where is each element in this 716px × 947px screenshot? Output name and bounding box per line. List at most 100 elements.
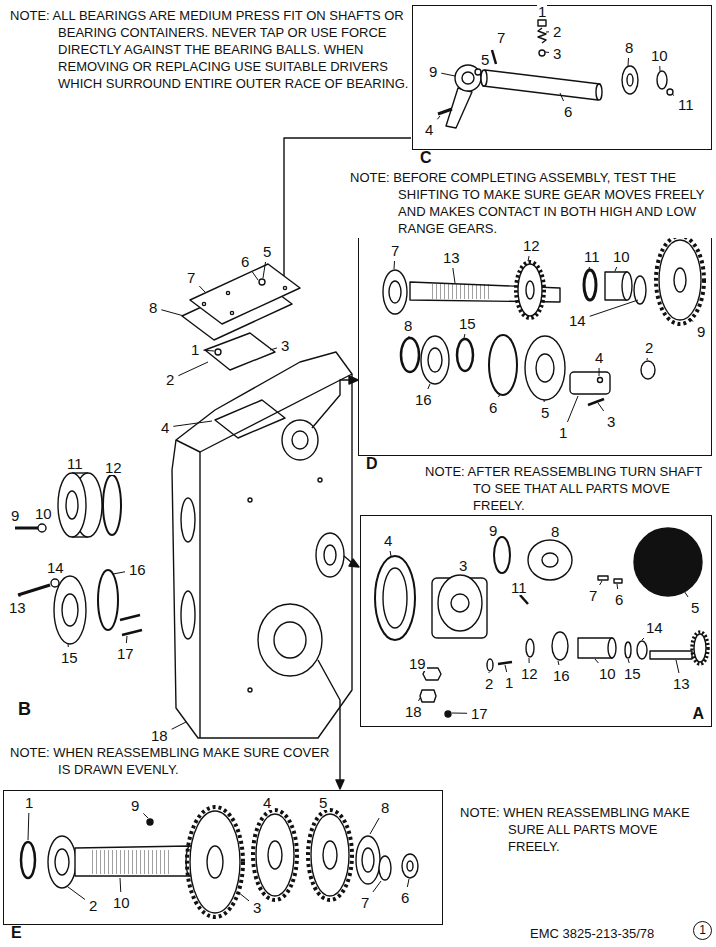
callout-number: 14	[645, 620, 664, 635]
callout-number: 2	[88, 898, 98, 913]
leader-line	[628, 58, 630, 66]
leader-line	[199, 286, 205, 292]
panel-letter: A	[691, 706, 705, 722]
leader-line	[370, 818, 379, 834]
panel-box: D	[358, 234, 712, 456]
leader-line	[394, 261, 396, 269]
callout-number: 7	[390, 243, 400, 258]
callout-number: 6	[488, 400, 498, 415]
callout-number: 3	[458, 558, 468, 573]
leader-line	[68, 887, 85, 899]
callout-number: 2	[484, 676, 494, 691]
panel-letter: E	[10, 925, 23, 941]
callout-number: 2	[644, 340, 654, 355]
leader-line	[263, 262, 266, 278]
callout-number: 7	[360, 895, 370, 910]
leader-line	[600, 581, 602, 585]
callout-number: 9	[488, 523, 498, 538]
callout-number: 8	[148, 300, 158, 315]
leader-line	[659, 66, 660, 71]
callout-number: 8	[403, 318, 413, 333]
callout-number: 12	[104, 460, 123, 475]
callout-number: 8	[380, 800, 390, 815]
callout-number: 11	[677, 97, 695, 112]
figure-number: 1	[693, 921, 712, 940]
leader-line	[28, 813, 30, 840]
callout-number: 16	[414, 392, 433, 407]
callout-number: 1	[24, 795, 34, 810]
leader-line	[546, 31, 549, 32]
callout-number: 7	[186, 270, 196, 285]
callout-number: 13	[442, 250, 461, 265]
callout-number: 13	[672, 676, 691, 691]
callout-number: 4	[594, 350, 604, 365]
callout-number: 6	[563, 104, 573, 119]
leader-line	[672, 94, 674, 96]
shift-fork-parts	[438, 20, 673, 128]
leader-line	[498, 394, 500, 397]
leader-line	[590, 300, 638, 316]
callout-number: 1	[558, 425, 568, 440]
leader-line	[452, 713, 467, 714]
callout-number: 2	[552, 24, 562, 39]
callout-number: 10	[650, 48, 669, 63]
callout-number: 12	[522, 238, 541, 253]
callout-number: 4	[160, 420, 170, 435]
leader-line	[505, 665, 507, 672]
panel-box: E	[3, 790, 443, 925]
leader-line	[390, 551, 392, 556]
leader-line	[598, 403, 604, 411]
panel-letter: D	[365, 456, 379, 472]
leader-line	[441, 73, 455, 76]
figure-code: EMC 3825-213-35/78	[530, 927, 654, 940]
side-covers	[15, 473, 142, 644]
callout-number: 6	[400, 890, 410, 905]
callout-number: 15	[458, 316, 477, 331]
callout-number: 15	[60, 650, 79, 665]
leader-line	[203, 350, 214, 352]
leader-line	[68, 644, 69, 647]
view-letter: B	[18, 700, 31, 718]
callout-number: 17	[470, 706, 489, 721]
leader-line	[437, 116, 440, 119]
callout-number: 1	[190, 342, 200, 357]
leader-line	[560, 93, 564, 101]
leader-line	[126, 636, 128, 643]
leader-line	[464, 334, 466, 338]
note-text: NOTE: BEFORE COMPLETING ASSEMBLY, TEST T…	[350, 170, 715, 238]
leader-line	[599, 368, 600, 376]
callout-number: 4	[262, 795, 272, 810]
callout-number: 9	[10, 508, 20, 523]
leader-line	[567, 396, 578, 422]
callout-number: 3	[606, 414, 616, 429]
callout-number: 5	[690, 600, 700, 615]
leader-line	[172, 722, 186, 729]
callout-number: 14	[46, 560, 65, 575]
leader-line	[528, 256, 529, 261]
callout-number: 11	[66, 456, 84, 471]
callout-number: 7	[588, 588, 598, 603]
leader-line	[407, 879, 409, 887]
callout-number: 10	[34, 506, 53, 521]
leader-line	[628, 659, 629, 663]
callout-number: 10	[598, 666, 617, 681]
leader-line	[252, 272, 258, 280]
leader-line	[544, 400, 545, 402]
callout-number: 6	[614, 592, 624, 607]
leader-line	[647, 358, 648, 360]
leader-line	[161, 310, 184, 316]
callout-number: 1	[537, 4, 547, 19]
leader-line	[453, 268, 455, 283]
callout-number: 19	[408, 656, 427, 671]
callout-number: 6	[240, 254, 250, 269]
leader-line	[684, 591, 688, 597]
leader-line	[690, 318, 693, 322]
callout-number: 15	[623, 666, 642, 681]
leader-line	[120, 878, 122, 892]
leader-line	[529, 658, 530, 663]
leader-line	[615, 267, 617, 271]
leader-line	[408, 336, 409, 337]
callout-number: 5	[262, 244, 272, 259]
callout-number: 13	[8, 600, 27, 615]
callout-number: 9	[428, 64, 438, 79]
